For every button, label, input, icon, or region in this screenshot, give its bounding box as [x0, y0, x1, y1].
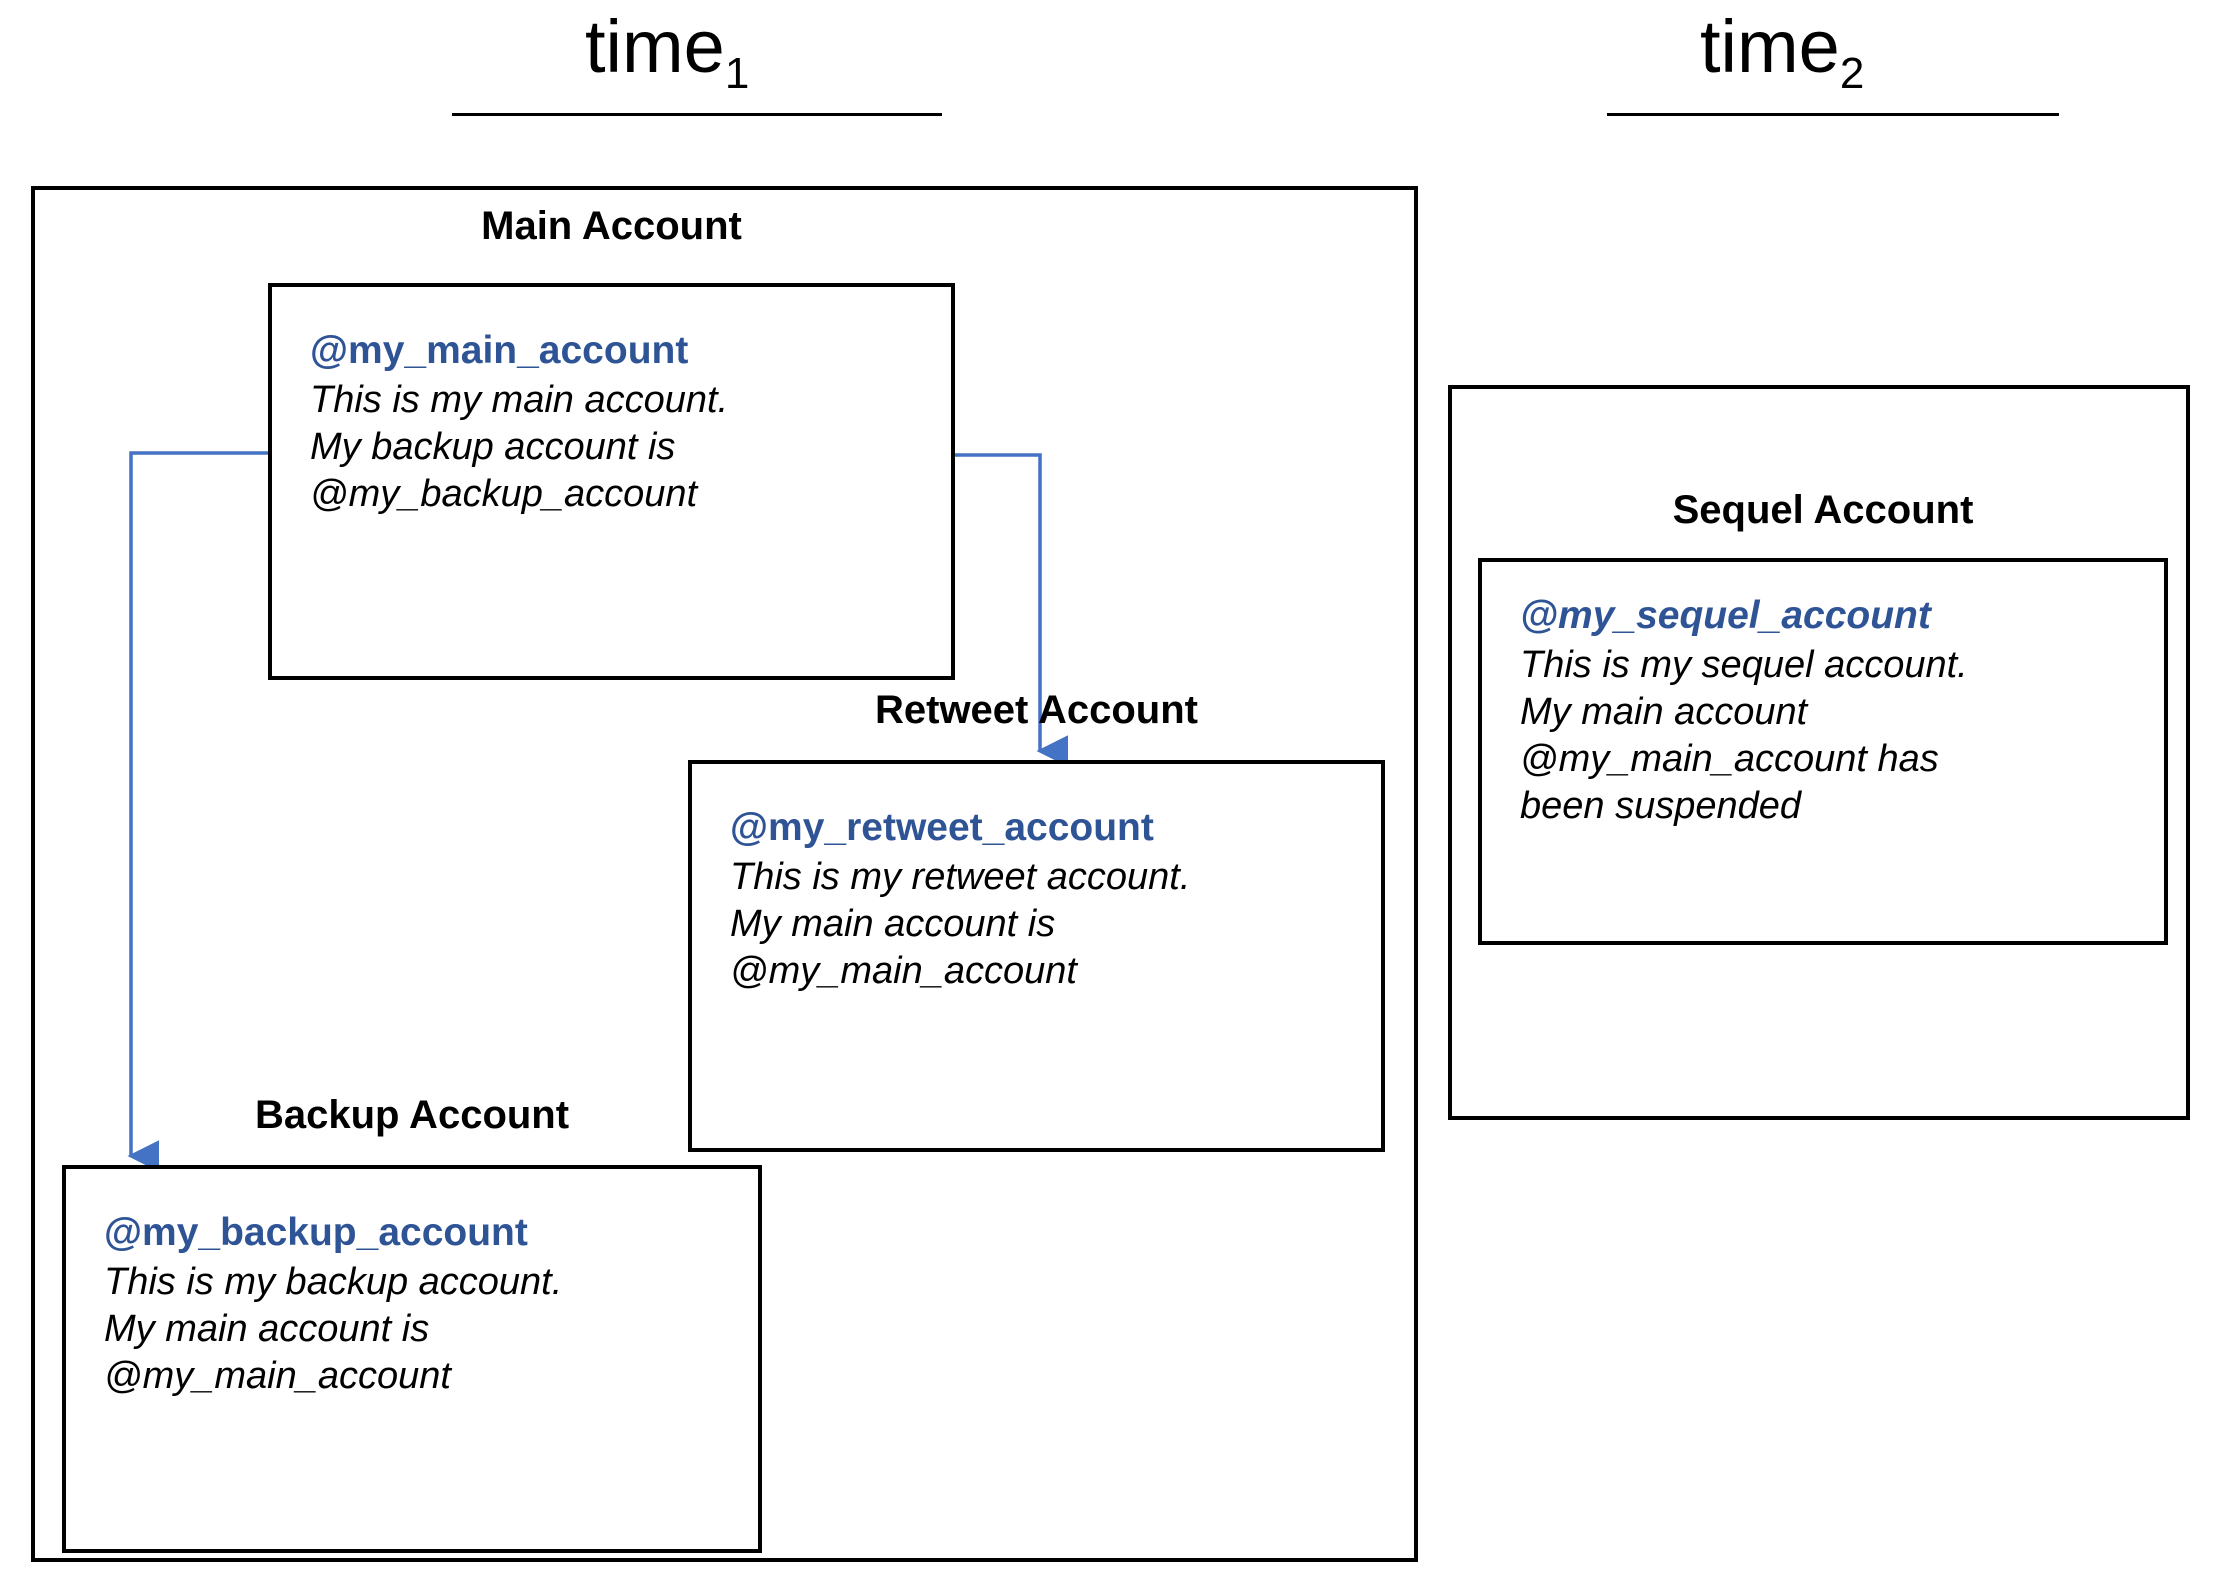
account-handle-backup[interactable]: @my_backup_account	[104, 1211, 528, 1254]
account-bio-main-line-1: This is my main account.	[310, 378, 729, 421]
account-label-main: Main Account	[481, 204, 742, 248]
account-label-backup: Backup Account	[254, 1093, 570, 1137]
account-bio-sequel-line-3: @my_main_account has	[1520, 737, 1939, 780]
account-handle-sequel[interactable]: @my_sequel_account	[1520, 594, 1931, 637]
account-handle-retweet[interactable]: @my_retweet_account	[730, 806, 1154, 849]
time-1-header: time1	[585, 10, 749, 96]
time-1-header-label: time	[585, 5, 725, 88]
account-bio-retweet-line-1: This is my retweet account.	[730, 855, 1191, 898]
account-bio-backup: This is my backup account. My main accou…	[104, 1259, 740, 1400]
account-bio-sequel-line-4: been suspended	[1520, 784, 1802, 827]
account-bio-retweet: This is my retweet account. My main acco…	[730, 854, 1363, 995]
account-bio-main-line-3: @my_backup_account	[310, 472, 698, 515]
account-bio-retweet-line-2: My main account is	[730, 902, 1056, 945]
account-card-sequel-content: @my_sequel_account This is my sequel acc…	[1520, 592, 2146, 830]
time-2-header-subscript: 2	[1839, 49, 1865, 98]
account-bio-sequel-line-1: This is my sequel account.	[1520, 643, 1968, 686]
time-2-header: time2	[1700, 10, 1864, 96]
time-1-header-underline	[452, 113, 942, 116]
time-2-header-underline	[1607, 113, 2059, 116]
time-2-header-label: time	[1700, 5, 1840, 88]
account-label-sequel: Sequel Account	[1672, 488, 1974, 532]
time-1-header-subscript: 1	[724, 49, 750, 98]
account-bio-sequel: This is my sequel account. My main accou…	[1520, 642, 2146, 830]
account-card-main-content: @my_main_account This is my main account…	[310, 327, 933, 518]
account-label-retweet: Retweet Account	[874, 688, 1198, 732]
account-bio-main-line-2: My backup account is	[310, 425, 676, 468]
account-bio-backup-line-3: @my_main_account	[104, 1354, 451, 1397]
account-card-retweet: @my_retweet_account This is my retweet a…	[688, 760, 1385, 1152]
account-bio-backup-line-2: My main account is	[104, 1307, 430, 1350]
account-handle-main[interactable]: @my_main_account	[310, 329, 689, 372]
account-bio-backup-line-1: This is my backup account.	[104, 1260, 563, 1303]
account-bio-main: This is my main account. My backup accou…	[310, 377, 933, 518]
account-card-backup: @my_backup_account This is my backup acc…	[62, 1165, 762, 1553]
account-card-retweet-content: @my_retweet_account This is my retweet a…	[730, 804, 1363, 995]
account-card-main: @my_main_account This is my main account…	[268, 283, 955, 680]
account-card-backup-content: @my_backup_account This is my backup acc…	[104, 1209, 740, 1400]
account-card-sequel: @my_sequel_account This is my sequel acc…	[1478, 558, 2168, 945]
account-bio-sequel-line-2: My main account	[1520, 690, 1808, 733]
account-bio-retweet-line-3: @my_main_account	[730, 949, 1077, 992]
